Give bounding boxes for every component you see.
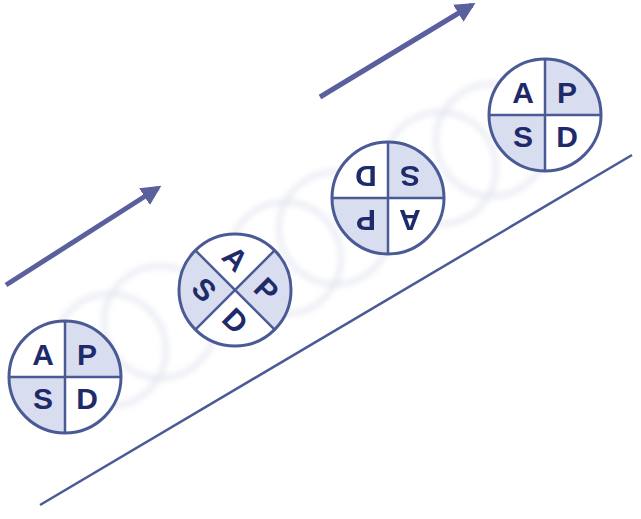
cycle-letter: P — [349, 205, 383, 235]
cycle-letter: D — [349, 161, 383, 191]
pdsa-circle: APSD — [153, 208, 317, 372]
cycle-letter: S — [506, 122, 540, 152]
cycle-letter: S — [393, 161, 427, 191]
circle-border — [9, 321, 121, 433]
cycle-letter: A — [26, 340, 60, 370]
divider — [9, 376, 121, 379]
pdsa-circle: APSD — [330, 140, 446, 256]
pdsa-circle: APSD — [487, 57, 603, 173]
circle-border — [489, 59, 601, 171]
cycle-letter: P — [550, 78, 584, 108]
motion-blur — [54, 84, 548, 406]
circle-outline — [153, 208, 317, 372]
circle-border — [332, 142, 444, 254]
pdsa-circle: APSD — [7, 319, 123, 435]
divider — [489, 114, 601, 117]
direction-arrow — [320, 5, 472, 97]
direction-arrow — [6, 188, 158, 285]
cycle-letter: A — [506, 78, 540, 108]
divider — [332, 197, 444, 200]
cycle-letter: D — [70, 384, 104, 414]
cycle-letter: S — [26, 384, 60, 414]
circle-border — [156, 211, 314, 369]
circle-outline — [7, 319, 123, 435]
circle-outline — [330, 140, 446, 256]
cycle-letter: P — [70, 340, 104, 370]
circle-outline — [487, 57, 603, 173]
cycle-letter: D — [550, 122, 584, 152]
cycle-letter: A — [393, 205, 427, 235]
